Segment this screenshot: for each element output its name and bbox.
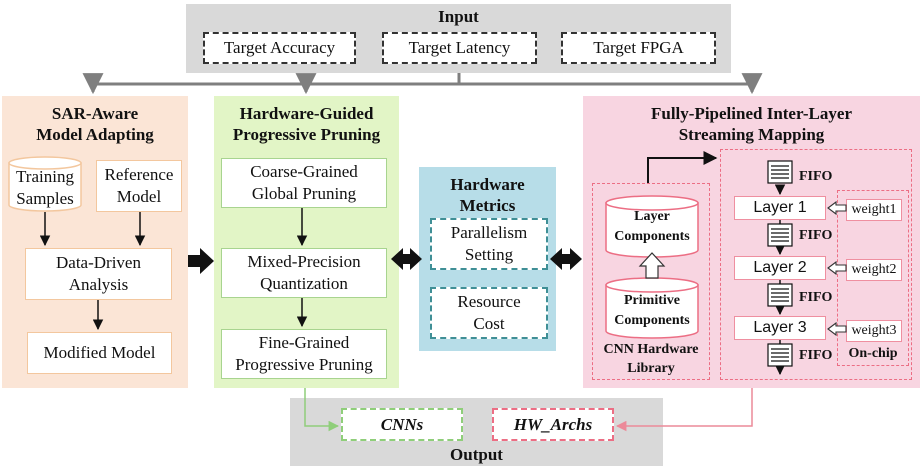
pruning-metrics-double-arrow bbox=[391, 248, 422, 270]
mapping-to-hwarchs-arrow bbox=[615, 388, 753, 432]
sar-to-pruning-arrow bbox=[188, 248, 214, 274]
fifo-label-4: FIFO bbox=[799, 348, 833, 363]
fifo-icon-1 bbox=[767, 160, 793, 184]
parallelism-setting: Parallelism Setting bbox=[430, 218, 548, 270]
training-cylinder bbox=[8, 156, 82, 212]
weight-hollow-arrows bbox=[827, 200, 847, 337]
layer-3: Layer 3 bbox=[734, 316, 826, 340]
sar-arrows bbox=[39, 212, 146, 331]
weight-2: weight2 bbox=[846, 259, 902, 281]
fine-grained-pruning: Fine-Grained Progressive Pruning bbox=[221, 329, 387, 379]
fifo-label-3: FIFO bbox=[799, 290, 833, 305]
layer-1: Layer 1 bbox=[734, 196, 826, 220]
resource-cost: Resource Cost bbox=[430, 287, 548, 339]
fifo-icon-4 bbox=[767, 343, 793, 367]
layer-2: Layer 2 bbox=[734, 256, 826, 280]
modified-model: Modified Model bbox=[27, 332, 172, 374]
weight-3: weight3 bbox=[846, 320, 902, 342]
weight-1: weight1 bbox=[846, 199, 902, 221]
data-driven-analysis: Data-Driven Analysis bbox=[25, 248, 172, 300]
library-to-pipeline-arrow bbox=[647, 151, 718, 183]
cnn-hardware-library-label: CNN Hardware Library bbox=[603, 342, 699, 376]
layer-components-label: Layer Components bbox=[614, 209, 690, 244]
output-hw-archs: HW_Archs bbox=[492, 408, 614, 441]
fifo-icon-3 bbox=[767, 283, 793, 307]
reference-model: Reference Model bbox=[96, 160, 182, 212]
input-target-latency: Target Latency bbox=[382, 32, 537, 64]
pruning-title: Hardware-Guided Progressive Pruning bbox=[232, 104, 381, 144]
fifo-icon-2 bbox=[767, 223, 793, 247]
primitive-components-cylinder bbox=[605, 277, 699, 339]
onchip-box bbox=[837, 190, 909, 366]
training-samples: Training Samples bbox=[16, 167, 74, 208]
input-target-accuracy: Target Accuracy bbox=[203, 32, 356, 64]
mixed-precision-quantization: Mixed-Precision Quantization bbox=[221, 248, 387, 298]
metrics-mapping-double-arrow bbox=[550, 248, 582, 270]
primitive-components-label: Primitive Components bbox=[614, 293, 690, 328]
fifo-label-1: FIFO bbox=[799, 169, 833, 184]
input-title: Input bbox=[438, 7, 479, 26]
sar-title: SAR-Aware Model Adapting bbox=[36, 104, 154, 144]
pruning-to-cnns-arrow bbox=[304, 388, 340, 432]
metrics-title: Hardware Metrics bbox=[450, 175, 525, 215]
layer-components-cylinder bbox=[605, 195, 699, 258]
input-distribution-lines bbox=[82, 73, 763, 95]
primitive-to-layer-hollow-arrow bbox=[638, 252, 666, 279]
input-target-fpga: Target FPGA bbox=[561, 32, 716, 64]
mapping-title: Fully-Pipelined Inter-Layer Streaming Ma… bbox=[651, 104, 852, 144]
output-title: Output bbox=[450, 445, 503, 464]
onchip-label: On-chip bbox=[848, 346, 898, 361]
cnn-hardware-library-box bbox=[592, 183, 710, 380]
output-cnns: CNNs bbox=[341, 408, 463, 441]
fifo-label-2: FIFO bbox=[799, 228, 833, 243]
pipeline-box bbox=[720, 149, 912, 380]
coarse-grained-pruning: Coarse-Grained Global Pruning bbox=[221, 158, 387, 208]
